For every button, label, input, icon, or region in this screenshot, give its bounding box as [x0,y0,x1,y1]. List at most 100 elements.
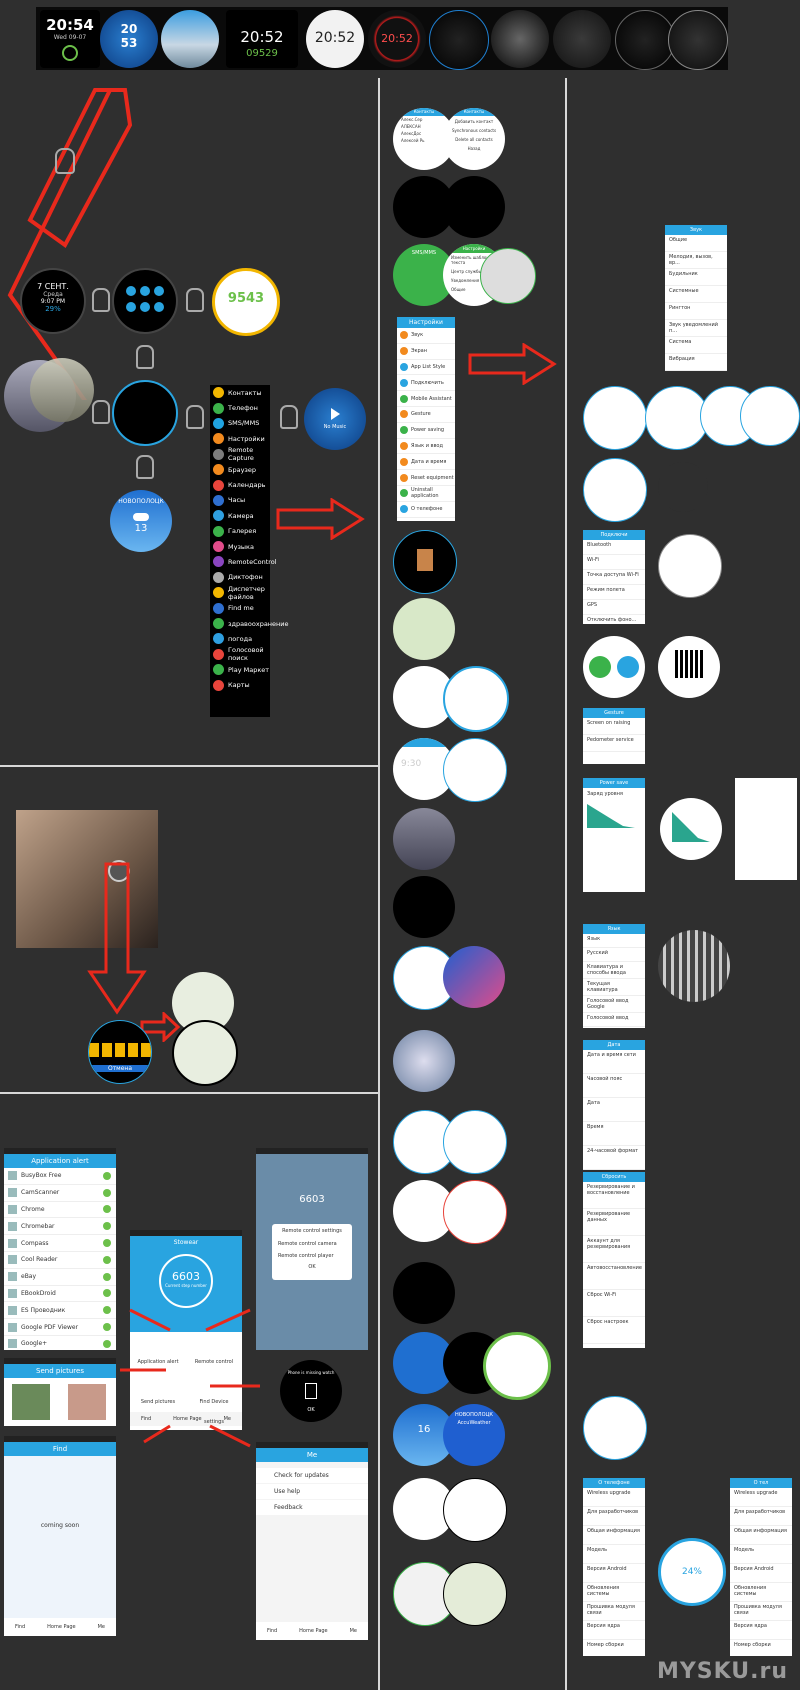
app-list-item[interactable]: Контакты [210,385,270,400]
panel-item[interactable]: Общие [665,235,727,252]
app-alert-row[interactable]: BusyBox Free [4,1168,116,1185]
settings-item[interactable]: App List Style [397,360,455,376]
keyboard-watch-2[interactable] [658,930,730,1002]
app-list-item[interactable]: Голосовой поиск [210,646,270,662]
app-alert-row[interactable]: Google+ [4,1336,116,1350]
music-play-watch[interactable] [443,946,505,1008]
tab-contacts-menu[interactable]: Контакты [443,108,505,116]
dialog-ok-button[interactable]: OK [308,1264,316,1270]
app-list-item[interactable]: Камера [210,508,270,523]
contacts-menu-watch[interactable]: Контакты Добавить контакт Synchronous co… [443,108,505,170]
panel-item[interactable]: Часовой пояс [583,1074,645,1098]
screen-settings-watch[interactable] [393,530,457,594]
check-icon[interactable] [103,1239,111,1248]
contact-item[interactable]: АлексДос [401,131,422,136]
panel-item[interactable]: Wireless upgrade [730,1488,792,1507]
quick-settings-watch[interactable] [112,268,178,334]
settings-item[interactable]: Язык и ввод [397,439,455,455]
check-icon[interactable] [103,1222,111,1231]
phone-missing-watch[interactable]: Phone is missing watch OK [280,1360,342,1422]
panel-item[interactable]: Резервирование данных [583,1209,645,1236]
settings-item[interactable]: Mobile Assistant [397,391,455,407]
panel-item[interactable]: Версия Android [583,1564,645,1583]
brightness-watch[interactable] [645,386,709,450]
panel-item[interactable]: Прошивка модуля связи [583,1602,645,1621]
check-icon[interactable] [103,1205,111,1214]
panel-item[interactable]: Общая информация [583,1526,645,1545]
panel-item[interactable]: Текущая клавиатура [583,979,645,996]
settings-item[interactable]: Экран [397,344,455,360]
app-alert-row[interactable]: EBookDroid [4,1286,116,1303]
check-icon[interactable] [103,1255,111,1264]
watchface-chronograph[interactable] [615,10,675,70]
panel-item[interactable]: Точка доступа Wi-Fi [583,570,645,585]
panel-item[interactable]: Голосовой ввод [583,1013,645,1027]
calendar-watch[interactable] [393,598,455,660]
app-list-item[interactable]: SMS/MMS [210,416,270,431]
app-list-item[interactable]: Диктофон [210,570,270,585]
menu-back[interactable]: Назад [467,146,481,151]
alarm-list-watch[interactable] [443,738,507,802]
use-help-item[interactable]: Use help [256,1484,368,1499]
watchface-photo-city[interactable] [161,10,219,68]
panel-item[interactable]: Системные [665,286,727,303]
panel-item[interactable]: Bluetooth [583,540,645,555]
pedometer-watch[interactable] [483,1332,551,1400]
nav-find[interactable]: Find [14,1624,26,1630]
android-app-watch[interactable] [583,636,645,698]
feedback-item[interactable]: Feedback [256,1500,368,1515]
watchface-digital-black[interactable]: 20:54 Wed 09-07 [40,10,100,68]
app-list-item[interactable]: Remote Capture [210,446,270,462]
app-alert-row[interactable]: ES Проводник [4,1302,116,1320]
flashlight-icon[interactable] [154,302,164,312]
watchface-steel-analog[interactable] [491,10,549,68]
check-icon[interactable] [103,1272,111,1281]
panel-item[interactable]: GPS [583,600,645,615]
picture-thumbnail[interactable] [68,1384,106,1420]
panel-item[interactable]: Pedometer service [583,735,645,752]
panel-item[interactable]: Дата и время сети [583,1050,645,1074]
nav-home[interactable]: Home Page [47,1624,76,1630]
app-list-item[interactable]: Календарь [210,477,270,492]
camera-gallery-watch[interactable] [393,876,455,938]
app-list-item[interactable]: здравоохранение [210,616,289,631]
settings-item[interactable]: Подключить [397,375,455,392]
recorder-list-watch[interactable] [443,1110,507,1174]
panel-item[interactable]: Язык [583,934,645,948]
video-watch[interactable] [393,1030,455,1092]
voice-input-watch[interactable] [583,1396,647,1460]
browser-watch[interactable] [443,666,509,732]
settings-item[interactable]: Gesture [397,407,455,423]
panel-item[interactable]: Для разработчиков [583,1507,645,1526]
map-watch-2[interactable] [172,1020,238,1086]
panel-item[interactable]: Модель [583,1545,645,1564]
check-icon[interactable] [103,1289,111,1298]
sound-icon[interactable] [126,302,136,312]
panel-item[interactable]: Номер сборки [583,1640,645,1656]
camera-watch[interactable] [393,808,455,870]
apple-icon[interactable] [617,656,639,678]
steps-watch[interactable]: 9543 [212,268,280,336]
panel-item[interactable]: Аккаунт для резервирования [583,1236,645,1263]
app-alert-row[interactable]: Compass [4,1235,116,1252]
app-alert-row[interactable]: Google PDF Viewer [4,1319,116,1336]
panel-item[interactable]: Общая информация [730,1526,792,1545]
panel-item[interactable]: Screen on raising [583,718,645,735]
panel-item[interactable]: Голосовой ввод Google [583,996,645,1013]
sms-setting-center[interactable]: Центр службы С [451,269,486,274]
remote-control-button[interactable]: Remote control settings [194,1359,234,1425]
app-alert-row[interactable]: Chromebar [4,1218,116,1236]
sms-setting-template[interactable]: Изменить шаблон текста [451,255,489,265]
panel-item[interactable]: Режим полета [583,585,645,600]
main-watch[interactable] [112,380,178,446]
settings-item[interactable]: Power saving [397,423,455,439]
update-progress-watch[interactable]: 24% [658,1538,726,1606]
watchface-dark-analog[interactable] [553,10,611,68]
panel-item[interactable]: Wireless upgrade [583,1488,645,1507]
weather-watch[interactable]: НОВОПОЛОЦК 13 [110,490,172,552]
app-list-item[interactable]: Диспетчер файлов [210,585,270,601]
check-icon[interactable] [103,1306,111,1315]
remote-camera-option[interactable]: Remote control camera [278,1241,337,1247]
nav-home[interactable]: Home Page [299,1628,328,1634]
app-list-item[interactable]: Часы [210,493,270,508]
